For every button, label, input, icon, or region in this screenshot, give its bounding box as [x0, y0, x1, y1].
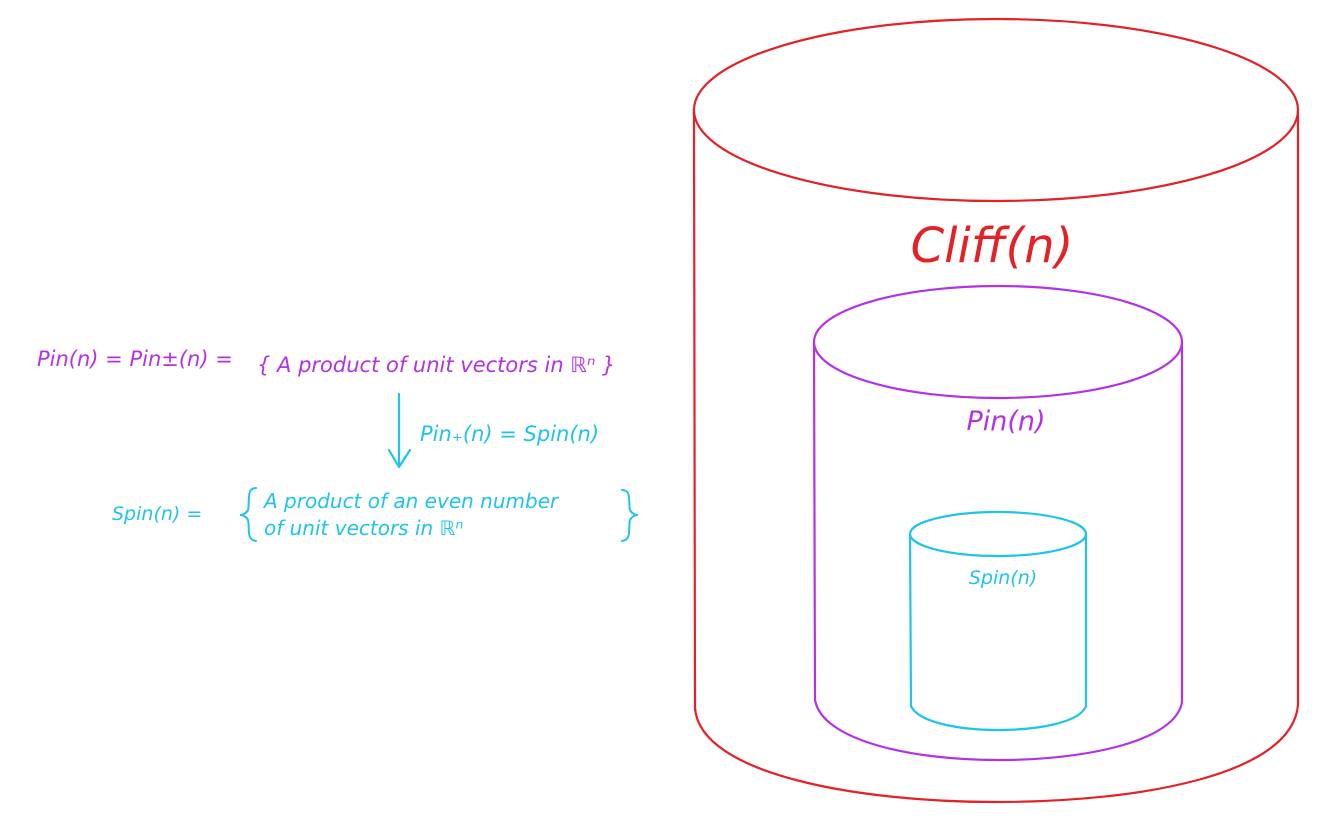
pin-cylinder-left-side — [812, 340, 817, 702]
spin-cylinder — [908, 510, 1088, 732]
pin-set-definition: { A product of unit vectors in ℝⁿ } — [257, 353, 615, 377]
down-arrow — [387, 392, 412, 469]
spin-cylinder-top — [908, 510, 1088, 558]
pin-cylinder-top — [812, 284, 1184, 400]
spin-cylinder-bottom — [909, 704, 1088, 732]
cliff-cylinder-top — [692, 17, 1300, 203]
spin-label: Spin(n) — [969, 567, 1037, 589]
cliff-cylinder — [692, 17, 1300, 804]
spin-set-left-brace — [239, 487, 257, 542]
down-arrow-head — [387, 448, 412, 469]
spin-equation-lhs: Spin(n) = — [112, 503, 202, 525]
spin-cylinder-left-side — [908, 532, 913, 708]
pin-equation-lhs: Pin(n) = Pin±(n) = — [37, 347, 233, 371]
pin-cylinder — [812, 284, 1184, 762]
cliff-label: Cliff(n) — [911, 218, 1074, 274]
pin-label: Pin(n) — [966, 406, 1045, 437]
pin-cylinder-bottom — [813, 698, 1184, 762]
spin-set-right-brace — [621, 489, 639, 542]
spin-set-line-2: of unit vectors in ℝⁿ — [264, 516, 463, 540]
arrow-label: Pin₊(n) = Spin(n) — [420, 422, 599, 446]
cliff-cylinder-bottom — [693, 703, 1300, 804]
spin-set-line-1: A product of an even number — [262, 489, 560, 513]
cliff-cylinder-left-side — [692, 108, 697, 712]
spin-set-braces — [239, 487, 639, 542]
